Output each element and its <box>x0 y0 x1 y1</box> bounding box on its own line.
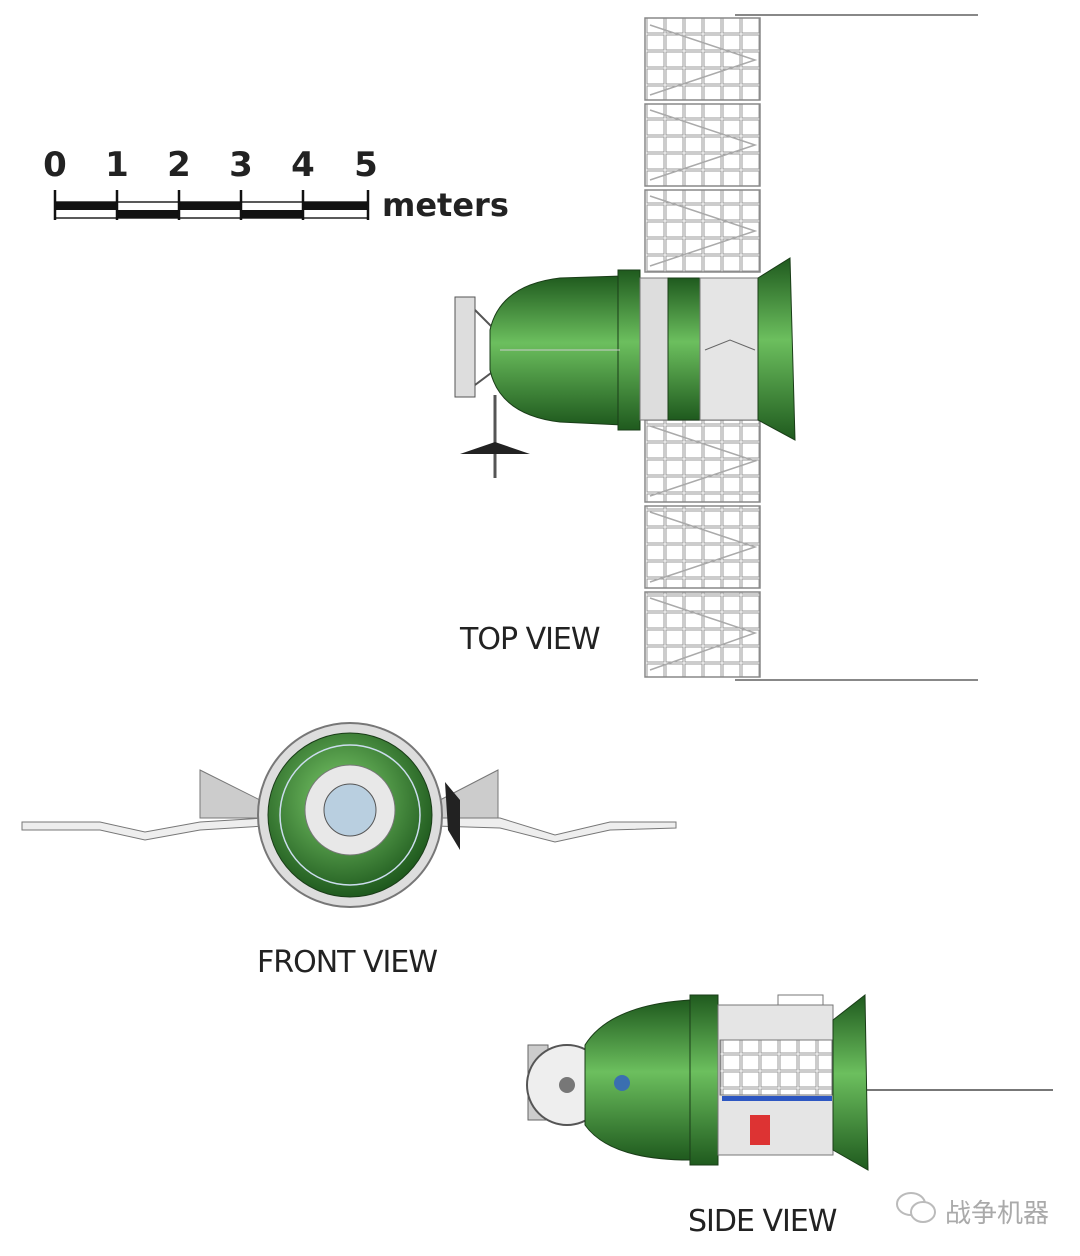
wechat-icon <box>895 1190 939 1233</box>
top-view-drawing <box>454 14 978 681</box>
scale-tick-2: 2 <box>167 145 191 185</box>
scale-tick-5: 5 <box>354 145 378 185</box>
scale-tick-3: 3 <box>229 145 253 185</box>
solar-panel-upper <box>644 17 761 273</box>
watermark: 战争机器 <box>895 1190 1049 1233</box>
scale-bar <box>53 190 370 220</box>
side-view-label: SIDE VIEW <box>688 1204 837 1239</box>
scale-unit-label: meters <box>382 186 509 224</box>
watermark-text: 战争机器 <box>945 1199 1050 1229</box>
side-view-drawing <box>526 993 1053 1171</box>
front-view-label: FRONT VIEW <box>257 945 438 980</box>
scale-tick-4: 4 <box>291 145 315 185</box>
solar-panel-lower <box>644 419 761 678</box>
top-view-label: TOP VIEW <box>460 622 601 657</box>
scale-tick-1: 1 <box>105 145 129 185</box>
scale-tick-0: 0 <box>43 145 67 185</box>
front-view-drawing <box>21 722 677 908</box>
